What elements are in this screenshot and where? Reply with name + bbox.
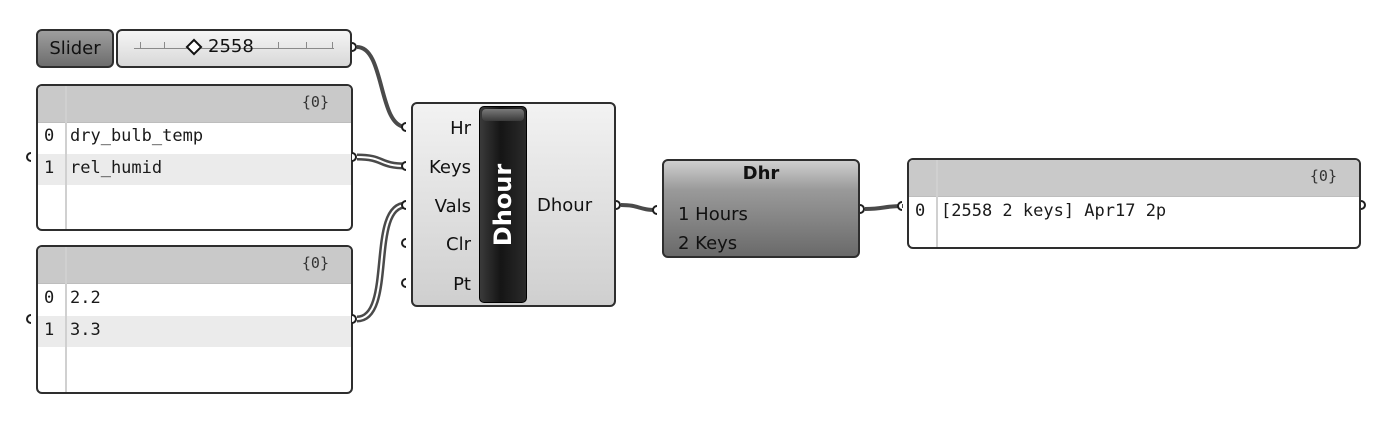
dhour-input-grip-pt[interactable] bbox=[401, 278, 406, 288]
panel-header: {0} bbox=[38, 247, 351, 284]
wire-vals-to-vals bbox=[356, 201, 407, 323]
wire-dhour-to-dhr bbox=[620, 203, 658, 212]
wire-keys-to-keys bbox=[356, 153, 407, 170]
panel-header: {0} bbox=[38, 86, 351, 123]
panel-vals-input-grip[interactable] bbox=[26, 314, 31, 324]
dhour-input-grip-vals[interactable] bbox=[401, 200, 406, 210]
list-item: 0 2.2 bbox=[38, 284, 351, 315]
dhour-input-grip-clr[interactable] bbox=[401, 238, 406, 248]
slider-label-text: Slider bbox=[49, 38, 101, 59]
row-index: 1 bbox=[44, 158, 55, 178]
panel-path-label: {0} bbox=[1309, 167, 1337, 185]
row-index: 0 bbox=[915, 201, 926, 221]
dhr-hours-line: 1 Hours bbox=[678, 204, 748, 225]
dhr-keys-line: 2 Keys bbox=[678, 233, 738, 254]
list-item: 1 rel_humid bbox=[38, 154, 351, 185]
panel-vals[interactable]: {0} 0 2.2 1 3.3 bbox=[36, 245, 353, 394]
panel-output-input-grip[interactable] bbox=[897, 201, 902, 211]
row-index: 1 bbox=[44, 320, 55, 340]
slider-value: 2558 bbox=[208, 36, 254, 57]
panel-path-label: {0} bbox=[301, 93, 329, 111]
slider-tick bbox=[332, 42, 333, 49]
row-index: 0 bbox=[44, 288, 55, 308]
panel-gutter bbox=[65, 247, 67, 392]
panel-vals-output-grip[interactable] bbox=[352, 314, 357, 324]
list-item: 0 dry_bulb_temp bbox=[38, 122, 351, 153]
dhour-title-bar: Dhour bbox=[479, 106, 527, 303]
input-pt-label: Pt bbox=[453, 274, 471, 295]
list-item: 1 3.3 bbox=[38, 316, 351, 347]
row-index: 0 bbox=[44, 126, 55, 146]
dhr-input-grip[interactable] bbox=[652, 205, 657, 215]
panel-path-label: {0} bbox=[301, 254, 329, 272]
component-title: Dhr bbox=[742, 163, 780, 184]
panel-keys-input-grip[interactable] bbox=[26, 152, 31, 162]
panel-keys[interactable]: {0} 0 dry_bulb_temp 1 rel_humid bbox=[36, 84, 353, 231]
output-dhour-label: Dhour bbox=[537, 195, 593, 216]
dhour-component[interactable]: Hr Keys Vals Clr Pt Dhour Dhour bbox=[411, 102, 616, 307]
panel-output[interactable]: {0} 0 [2558 2 keys] Apr17 2p bbox=[907, 158, 1361, 249]
panel-gutter bbox=[936, 160, 938, 247]
slider-tick bbox=[140, 42, 141, 49]
dhour-input-grip-hr[interactable] bbox=[401, 122, 406, 132]
panel-gutter bbox=[65, 86, 67, 229]
slider-rail bbox=[134, 48, 334, 49]
panel-keys-output-grip[interactable] bbox=[352, 152, 357, 162]
panel-output-output-grip[interactable] bbox=[1361, 200, 1366, 210]
number-slider[interactable]: 2558 bbox=[116, 29, 352, 68]
slider-tick bbox=[164, 42, 165, 49]
wire-slider-to-hr bbox=[356, 45, 407, 129]
row-text: dry_bulb_temp bbox=[70, 126, 204, 146]
panel-header: {0} bbox=[909, 160, 1359, 197]
slider-tick bbox=[306, 42, 307, 49]
slider-label[interactable]: Slider bbox=[36, 29, 114, 68]
dhr-component[interactable]: Dhr 1 Hours 2 Keys bbox=[662, 159, 860, 258]
slider-knob-icon[interactable] bbox=[185, 38, 203, 56]
slider-output-grip[interactable] bbox=[352, 42, 357, 52]
slider-tick bbox=[278, 42, 279, 49]
list-item: 0 [2558 2 keys] Apr17 2p bbox=[909, 197, 1359, 228]
row-text: 2.2 bbox=[70, 288, 101, 308]
input-keys-label: Keys bbox=[428, 157, 471, 178]
title-bar-highlight bbox=[482, 109, 524, 121]
row-text: 3.3 bbox=[70, 320, 101, 340]
dhour-input-grip-keys[interactable] bbox=[401, 161, 406, 171]
input-clr-label: Clr bbox=[446, 234, 471, 255]
row-text: rel_humid bbox=[70, 158, 163, 178]
row-text: [2558 2 keys] Apr17 2p bbox=[941, 201, 1167, 221]
component-title: Dhour bbox=[489, 163, 517, 246]
dhr-output-grip[interactable] bbox=[860, 204, 865, 214]
dhour-output-grip[interactable] bbox=[616, 200, 621, 210]
input-vals-label: Vals bbox=[434, 196, 471, 217]
input-hr-label: Hr bbox=[450, 118, 471, 139]
